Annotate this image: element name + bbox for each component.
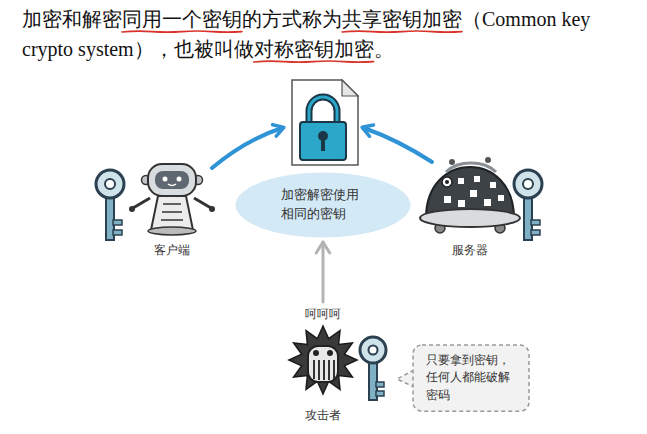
node-text: 加密解密使用 相同的密钥 — [281, 186, 365, 224]
server-robot — [490, 182, 496, 188]
client-robot — [161, 219, 183, 221]
server-key — [531, 230, 540, 235]
client-robot — [148, 164, 196, 196]
red-underline — [342, 31, 462, 32]
locked-document — [292, 80, 358, 165]
client-robot — [129, 164, 215, 235]
locked-document — [300, 122, 346, 160]
client-robot — [129, 206, 135, 212]
attacker-figure — [327, 350, 333, 356]
server-robot — [498, 195, 504, 201]
node-text: 只要拿到密钥， 任何人都能破解 密码 — [426, 352, 516, 404]
client-key — [105, 179, 115, 189]
client-robot — [162, 211, 182, 213]
attacker-figure — [313, 360, 315, 379]
node-text: 呵呵呵 — [305, 306, 341, 323]
heading-text: 加密和解密同用一个密钥的方式称为共享密钥加密（Common key crypto… — [22, 4, 634, 64]
server-robot — [444, 196, 451, 203]
client-robot — [155, 171, 189, 189]
attacker-key — [369, 346, 378, 355]
attacker-key — [360, 337, 386, 400]
connector-line — [322, 242, 325, 302]
server-key — [514, 170, 542, 240]
attacker-figure — [333, 360, 335, 379]
node-text: 攻击者 — [305, 407, 341, 424]
locked-document — [321, 139, 325, 151]
client-robot — [148, 227, 196, 235]
red-underline — [122, 31, 242, 32]
figure-caption: 服务器 — [452, 242, 488, 258]
callout-shape — [413, 345, 529, 411]
key-arrow — [212, 128, 282, 168]
connector-arrow — [316, 242, 330, 302]
red-underline — [254, 61, 374, 62]
client-key — [113, 220, 122, 225]
callout-tail — [397, 370, 414, 387]
locked-document — [292, 80, 358, 165]
server-robot — [458, 200, 465, 207]
server-robot — [449, 159, 455, 165]
client-robot — [177, 177, 182, 182]
server-robot — [484, 199, 491, 206]
server-robot — [470, 190, 477, 197]
server-robot — [446, 163, 496, 172]
attacker-key — [376, 391, 384, 396]
attacker-figure — [318, 360, 320, 380]
server-robot — [420, 209, 520, 227]
speech-callout: 只要拿到密钥， 任何人都能破解 密码 — [412, 344, 530, 412]
client-robot — [163, 177, 168, 182]
ellipse-node: 加密解密使用 相同的密钥 — [235, 172, 411, 238]
client-robot — [151, 196, 193, 230]
server-key — [514, 170, 542, 198]
client-key — [96, 170, 124, 198]
server-robot — [474, 176, 480, 182]
client-robot — [163, 203, 181, 205]
client-robot — [209, 206, 215, 212]
key-arrow — [212, 128, 432, 168]
server-key — [531, 220, 540, 225]
server-robot — [445, 180, 449, 184]
attacker-key — [376, 382, 384, 387]
server-robot — [458, 178, 464, 184]
figure-caption: 客户端 — [154, 242, 190, 258]
attacker-key — [360, 337, 386, 363]
server-robot — [420, 157, 520, 233]
attacker-figure — [289, 326, 357, 394]
client-key — [96, 170, 124, 240]
attacker-figure — [323, 360, 325, 380]
client-key — [113, 230, 122, 235]
key-arrow — [364, 128, 432, 162]
client-robot — [133, 198, 150, 208]
attacker-figure — [328, 360, 330, 380]
locked-document — [342, 80, 358, 96]
locked-document — [309, 97, 337, 124]
callout-tail — [397, 370, 414, 387]
attacker-figure — [308, 346, 338, 382]
attacker-figure — [289, 326, 357, 394]
server-robot — [485, 157, 491, 163]
ellipse-shape — [235, 172, 411, 238]
client-robot — [168, 184, 176, 186]
server-robot — [442, 177, 452, 187]
attacker-figure — [313, 350, 319, 356]
ellipse-shape — [236, 173, 410, 237]
attacker-node: 呵呵呵攻击者 — [258, 306, 388, 424]
arrow-head — [316, 242, 330, 253]
locked-document — [309, 97, 337, 124]
server-key — [523, 179, 533, 189]
client-robot — [194, 198, 211, 208]
